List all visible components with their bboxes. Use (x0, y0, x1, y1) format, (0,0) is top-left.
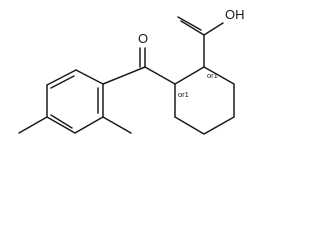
stereo-label-acid-carbon: or1 (207, 71, 218, 80)
methyl-group-ortho (102, 116, 132, 134)
hydroxyl-label: OH (225, 7, 245, 22)
carbonyl-oxygen-label: O (138, 31, 148, 46)
carboxylic-acid-group (177, 16, 224, 68)
stereo-label-ketone-carbon: or1 (178, 90, 189, 99)
methyl-group-para (18, 116, 48, 134)
chemical-structure: O OH or1 or1 (18, 7, 245, 135)
cyclohexane-ring (174, 66, 235, 135)
dimethylphenyl-ring (46, 69, 104, 134)
ketone-group (102, 47, 176, 85)
